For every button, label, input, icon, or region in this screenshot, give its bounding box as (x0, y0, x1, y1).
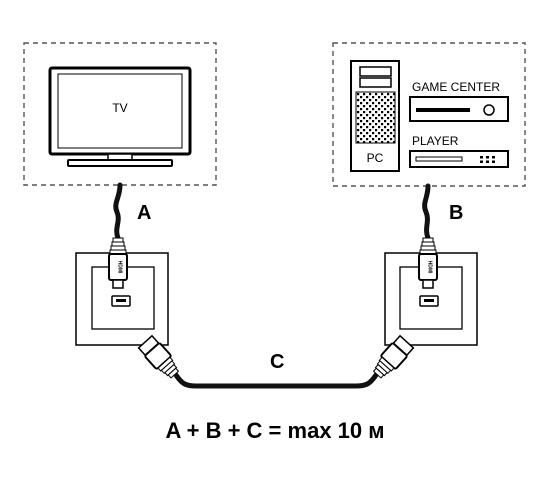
cable-b-label: B (449, 202, 463, 224)
right-top-hdmi-plug (418, 237, 438, 289)
left-bottom-hdmi-plug (137, 334, 180, 379)
left-top-hdmi-plug (108, 237, 128, 289)
cable-a-label: A (137, 202, 151, 224)
tv-enclosure (23, 42, 217, 186)
cable-c (173, 372, 379, 389)
devices-enclosure (332, 42, 526, 187)
media-player-icon (409, 150, 509, 168)
right-bottom-hdmi-plug (372, 334, 415, 379)
player-label: PLAYER (412, 134, 459, 148)
game-center-label: GAME CENTER (412, 80, 500, 94)
pc-label: PC (367, 151, 384, 165)
cable-a (113, 182, 123, 241)
game-console-icon (409, 96, 509, 122)
length-formula: A + B + C = max 10 м (165, 418, 384, 443)
pc-tower-icon (350, 60, 400, 172)
cable-b (422, 183, 431, 241)
cable-c-label: C (270, 351, 284, 373)
right-top-plug-text: HDMI (427, 261, 433, 274)
left-top-plug-text: HDMI (117, 261, 123, 274)
tv-icon (48, 66, 192, 167)
tv-label: TV (112, 101, 127, 115)
